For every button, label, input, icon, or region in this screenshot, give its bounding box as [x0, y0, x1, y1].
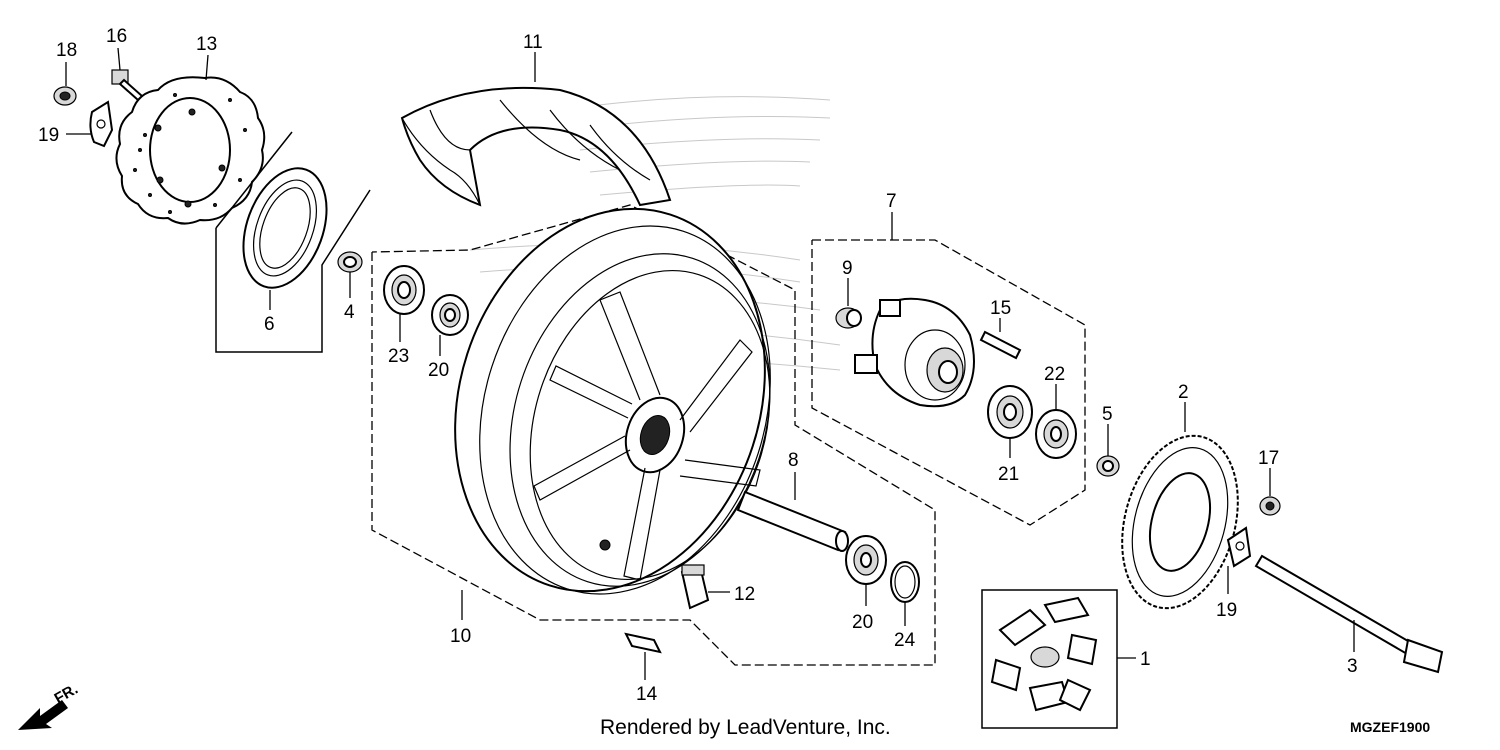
callout-20-top: 20: [428, 360, 449, 381]
bracket-19-right[interactable]: [1226, 526, 1252, 568]
callout-13: 13: [196, 34, 217, 55]
callout-19-left: 19: [38, 125, 59, 146]
bearing-20-top[interactable]: [431, 294, 469, 336]
driven-flange[interactable]: [854, 297, 975, 408]
stud-15[interactable]: [979, 330, 1022, 360]
callout-22: 22: [1044, 364, 1065, 385]
final-driven-sprocket[interactable]: [1104, 423, 1256, 621]
hub-assembly-outline: [811, 239, 1086, 526]
seal-6-box: [215, 131, 371, 353]
callout-6: 6: [264, 314, 275, 335]
callout-19-right: 19: [1216, 600, 1237, 621]
callout-15: 15: [990, 298, 1011, 319]
brake-disc[interactable]: [115, 76, 266, 225]
o-ring-24[interactable]: [890, 561, 920, 603]
callout-20-bottom: 20: [852, 612, 873, 633]
bolt-16[interactable]: [111, 69, 144, 102]
callout-4: 4: [344, 302, 355, 323]
wheel-damper-rubbers[interactable]: [990, 596, 1098, 712]
damper-box: [981, 589, 1118, 729]
bearing-22[interactable]: [1035, 409, 1077, 459]
callout-3: 3: [1347, 656, 1358, 677]
nut-17[interactable]: [1259, 496, 1281, 516]
direction-label: FR.: [52, 681, 81, 708]
bearing-21[interactable]: [987, 385, 1033, 439]
callout-12: 12: [734, 584, 755, 605]
front-direction-arrow: FR.: [18, 681, 81, 730]
nut-18[interactable]: [53, 86, 77, 106]
callout-10: 10: [450, 626, 471, 647]
bracket-19-left[interactable]: [89, 100, 114, 148]
diagram-code: MGZEF1900: [1350, 719, 1430, 735]
callout-1: 1: [1140, 649, 1151, 670]
side-collar-8[interactable]: [736, 490, 849, 552]
balance-weight[interactable]: [624, 632, 662, 654]
callout-17: 17: [1258, 448, 1279, 469]
callout-5: 5: [1102, 404, 1113, 425]
callout-16: 16: [106, 26, 127, 47]
callout-labels: 18 16 13 19 11 6 4 23 20 7 9 15 22 21 5 …: [38, 26, 1358, 705]
callout-24: 24: [894, 630, 916, 651]
bearing-23[interactable]: [383, 265, 425, 315]
collar-9[interactable]: [835, 307, 862, 329]
callout-2: 2: [1178, 382, 1189, 403]
credit-text: Rendered by LeadVenture, Inc.: [600, 716, 891, 739]
callout-18: 18: [56, 40, 77, 61]
callout-11: 11: [523, 32, 543, 53]
tire[interactable]: [400, 86, 672, 207]
dust-seal-6[interactable]: [228, 157, 342, 300]
collar-5[interactable]: [1096, 455, 1120, 477]
callout-8: 8: [788, 450, 799, 471]
callout-21: 21: [998, 464, 1019, 485]
collar-4[interactable]: [337, 251, 363, 273]
callout-23: 23: [388, 346, 409, 367]
callout-14: 14: [636, 684, 658, 705]
leader-lines: [65, 47, 1355, 680]
callout-7: 7: [886, 191, 897, 212]
bearing-20-bottom[interactable]: [845, 535, 887, 585]
rear-axle[interactable]: [1254, 554, 1444, 674]
callout-9: 9: [842, 258, 853, 279]
tire-valve[interactable]: [680, 564, 710, 610]
cast-wheel[interactable]: [407, 168, 816, 632]
